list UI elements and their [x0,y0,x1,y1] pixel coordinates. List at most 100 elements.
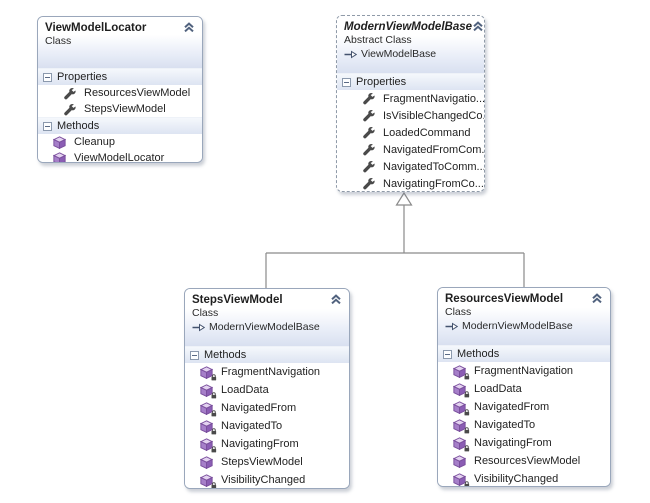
method-icon [453,454,466,468]
member-row[interactable]: ResourcesViewModel [38,85,202,101]
section-methods[interactable]: Methods [185,346,349,363]
class-title: StepsViewModel [192,294,283,306]
class-stereotype: Class [45,35,72,47]
member-row[interactable]: LoadData [438,380,610,398]
property-wrench-icon [63,103,76,116]
member-label: NavigatedFrom [474,401,550,413]
member-label: LoadData [474,383,522,395]
member-label: ResourcesViewModel [84,87,191,99]
class-box-viewmodellocator[interactable]: ViewModelLocator Class Properties Resour… [37,16,203,163]
section-methods[interactable]: Methods [438,345,610,362]
section-collapse-icon[interactable] [342,77,351,87]
section-label: Methods [457,348,500,360]
section-collapse-icon[interactable] [443,349,452,359]
class-stereotype: Abstract Class [344,34,412,46]
member-label: ViewModelLocator [74,152,165,163]
member-row[interactable]: NavigatedFrom [185,399,349,417]
collapse-chevron-icon[interactable] [591,293,603,304]
inheritance-triangle [395,191,413,206]
member-row[interactable]: IsVisibleChangedCo... [337,107,484,124]
member-row[interactable]: LoadData [185,381,349,399]
member-row[interactable]: NavigatedTo [438,416,610,434]
class-stereotype: Class [192,307,219,319]
member-row[interactable]: VisibilityChanged [185,471,349,488]
class-title: ResourcesViewModel [445,293,564,305]
class-title: ViewModelLocator [45,22,147,34]
section-collapse-icon[interactable] [43,121,52,131]
member-label: NavigatingFromCo... [383,177,484,190]
section-methods[interactable]: Methods [38,117,202,134]
member-label: ResourcesViewModel [474,455,581,467]
member-label: FragmentNavigatio... [383,92,485,105]
class-header: ViewModelLocator Class [38,17,202,68]
property-wrench-icon [362,143,375,156]
method-protected-icon [200,401,217,417]
collapse-chevron-icon[interactable] [472,21,484,32]
method-icon [200,455,213,469]
member-label: VisibilityChanged [221,474,306,486]
method-protected-icon [453,400,470,416]
section-properties[interactable]: Properties [337,73,484,90]
inherits-arrow-icon [445,322,458,331]
member-label: StepsViewModel [221,456,303,468]
member-row[interactable]: StepsViewModel [185,453,349,471]
collapse-chevron-icon[interactable] [183,22,195,33]
class-box-stepsviewmodel[interactable]: StepsViewModel Class ModernViewModelBase… [184,288,350,489]
member-row[interactable]: FragmentNavigatio... [337,90,484,107]
section-label: Properties [356,76,407,88]
member-row[interactable]: NavigatingFrom [185,435,349,453]
member-row[interactable]: VisibilityChanged [438,470,610,486]
inherits-arrow-icon [192,323,205,332]
section-label: Properties [57,71,108,83]
member-label: FragmentNavigation [221,366,321,378]
property-wrench-icon [362,92,375,105]
member-row[interactable]: ResourcesViewModel [438,452,610,470]
class-stereotype: Class [445,306,472,318]
member-label: NavigatedFromCom... [383,143,485,156]
method-protected-icon [453,364,470,380]
member-label: StepsViewModel [84,103,166,115]
method-protected-icon [453,382,470,398]
class-box-modernviewmodelbase[interactable]: ModernViewModelBase Abstract Class ViewM… [336,15,485,192]
member-label: NavigatedToComm... [383,160,485,173]
property-wrench-icon [63,87,76,100]
class-title: ModernViewModelBase [344,21,473,33]
property-wrench-icon [362,177,375,190]
member-row[interactable]: LoadedCommand [337,124,484,141]
member-row[interactable]: ViewModelLocator [38,150,202,163]
member-label: NavigatedTo [474,419,536,431]
method-protected-icon [200,419,217,435]
base-class-row: ViewModelBase [344,48,477,61]
member-label: Cleanup [74,136,115,148]
member-row[interactable]: Cleanup [38,134,202,150]
class-box-resourcesviewmodel[interactable]: ResourcesViewModel Class ModernViewModel… [437,287,611,487]
member-label: VisibilityChanged [474,473,559,485]
property-wrench-icon [362,160,375,173]
property-wrench-icon [362,109,375,122]
member-row[interactable]: NavigatedTo [185,417,349,435]
method-icon [53,151,66,162]
class-header: StepsViewModel Class ModernViewModelBase [185,289,349,346]
collapse-chevron-icon[interactable] [330,294,342,305]
section-collapse-icon[interactable] [190,350,199,360]
class-header: ModernViewModelBase Abstract Class ViewM… [337,16,484,73]
method-protected-icon [200,437,217,453]
member-row[interactable]: FragmentNavigation [185,363,349,381]
member-row[interactable]: NavigatedFrom [438,398,610,416]
member-label: IsVisibleChangedCo... [383,109,485,122]
section-properties[interactable]: Properties [38,68,202,85]
section-label: Methods [57,120,100,132]
section-collapse-icon[interactable] [43,72,52,82]
method-protected-icon [453,472,470,486]
method-protected-icon [453,436,470,452]
member-row[interactable]: StepsViewModel [38,101,202,117]
member-label: NavigatingFrom [221,438,299,450]
member-row[interactable]: NavigatingFromCo... [337,175,484,191]
member-row[interactable]: NavigatedFromCom... [337,141,484,158]
member-row[interactable]: NavigatingFrom [438,434,610,452]
member-row[interactable]: NavigatedToComm... [337,158,484,175]
member-label: NavigatedFrom [221,402,297,414]
member-row[interactable]: FragmentNavigation [438,362,610,380]
